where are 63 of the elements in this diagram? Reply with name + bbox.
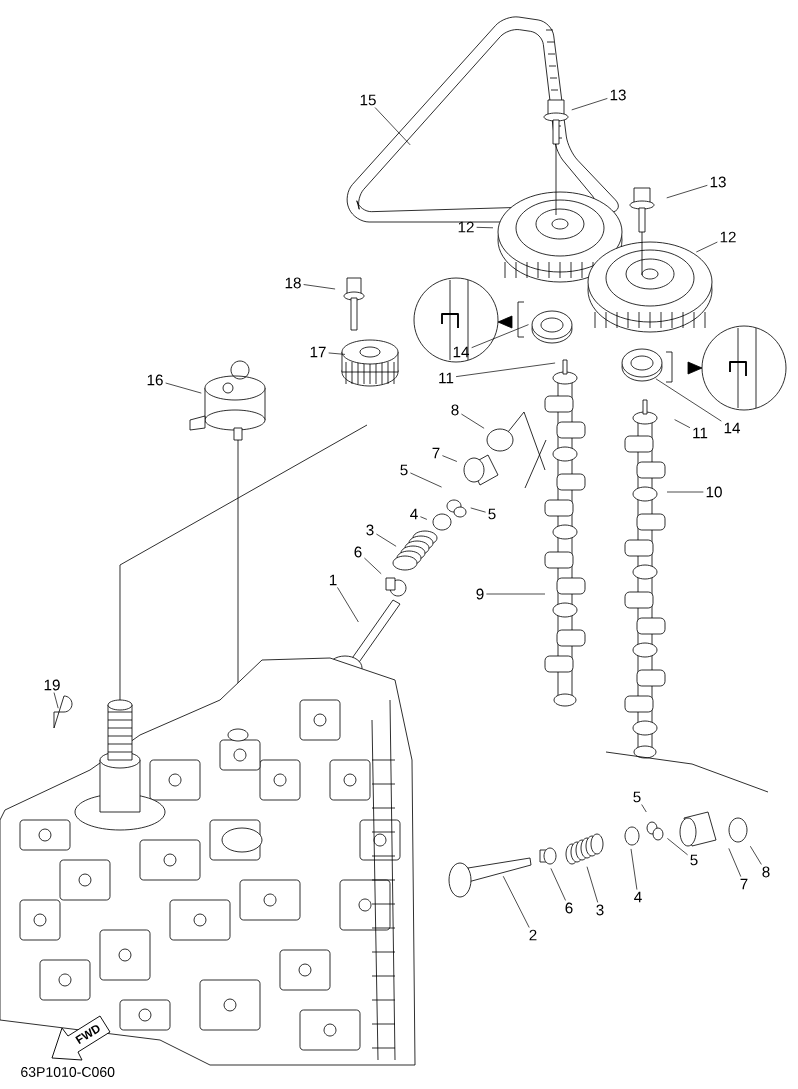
leader-line <box>571 98 608 111</box>
callout-number: 17 <box>310 346 326 358</box>
callout-number: 8 <box>451 404 459 416</box>
callout-number: 11 <box>693 427 708 439</box>
leader-line <box>303 284 336 290</box>
leader-line <box>695 241 718 253</box>
callout-number: 7 <box>432 447 440 459</box>
callout-number: 3 <box>366 524 374 536</box>
leader-line <box>641 804 647 813</box>
callout-number: 6 <box>354 546 362 558</box>
callout-number: 5 <box>400 464 408 476</box>
callout-number: 14 <box>724 422 741 434</box>
leader-line <box>486 593 546 595</box>
leader-line <box>728 848 742 877</box>
leader-line <box>376 533 397 547</box>
leader-line <box>165 382 202 394</box>
leader-line <box>586 866 599 903</box>
callout-number: 6 <box>565 902 573 914</box>
leader-line <box>461 413 485 429</box>
leader-line <box>666 491 704 493</box>
callout-number: 7 <box>740 878 748 890</box>
callout-number: 12 <box>720 231 736 243</box>
leader-line <box>471 324 529 349</box>
callout-number: 4 <box>410 508 418 520</box>
leader-line <box>502 875 530 928</box>
callout-number: 2 <box>529 929 537 941</box>
callout-number: 14 <box>453 346 470 358</box>
part-code: 63P1010-C060 <box>21 1067 115 1077</box>
leader-line <box>655 378 722 422</box>
leader-line <box>364 557 382 575</box>
callout-number: 18 <box>285 277 301 289</box>
leader-line <box>476 226 494 229</box>
leader-line <box>410 472 442 488</box>
leader-line <box>337 587 359 623</box>
callout-number: 5 <box>690 854 698 866</box>
leader-line <box>630 848 638 890</box>
callout-number: 8 <box>762 866 770 878</box>
leader-line <box>53 692 59 709</box>
callout-number: 13 <box>610 89 626 101</box>
callout-number: 19 <box>44 679 60 691</box>
callout-number: 5 <box>633 791 641 803</box>
leader-line <box>442 455 458 462</box>
callout-number: 16 <box>147 374 163 386</box>
callout-number: 3 <box>596 904 604 916</box>
leader-line <box>455 362 556 377</box>
leader-line <box>470 507 486 513</box>
leader-line <box>374 107 411 146</box>
leader-line <box>550 868 566 901</box>
callout-number: 12 <box>458 221 474 233</box>
callout-number: 15 <box>360 94 376 106</box>
callout-number: 10 <box>706 486 722 498</box>
leader-line <box>666 184 708 199</box>
leader-line <box>674 419 691 429</box>
callout-number: 11 <box>439 372 454 384</box>
callout-number: 4 <box>634 891 642 903</box>
leader-line <box>749 845 762 865</box>
callout-number: 1 <box>329 574 337 586</box>
leader-line <box>328 352 346 355</box>
leader-line <box>667 838 688 856</box>
leader-line <box>420 516 428 520</box>
callout-number: 13 <box>710 176 726 188</box>
callout-number: 5 <box>488 508 496 520</box>
callout-number: 9 <box>476 588 484 600</box>
